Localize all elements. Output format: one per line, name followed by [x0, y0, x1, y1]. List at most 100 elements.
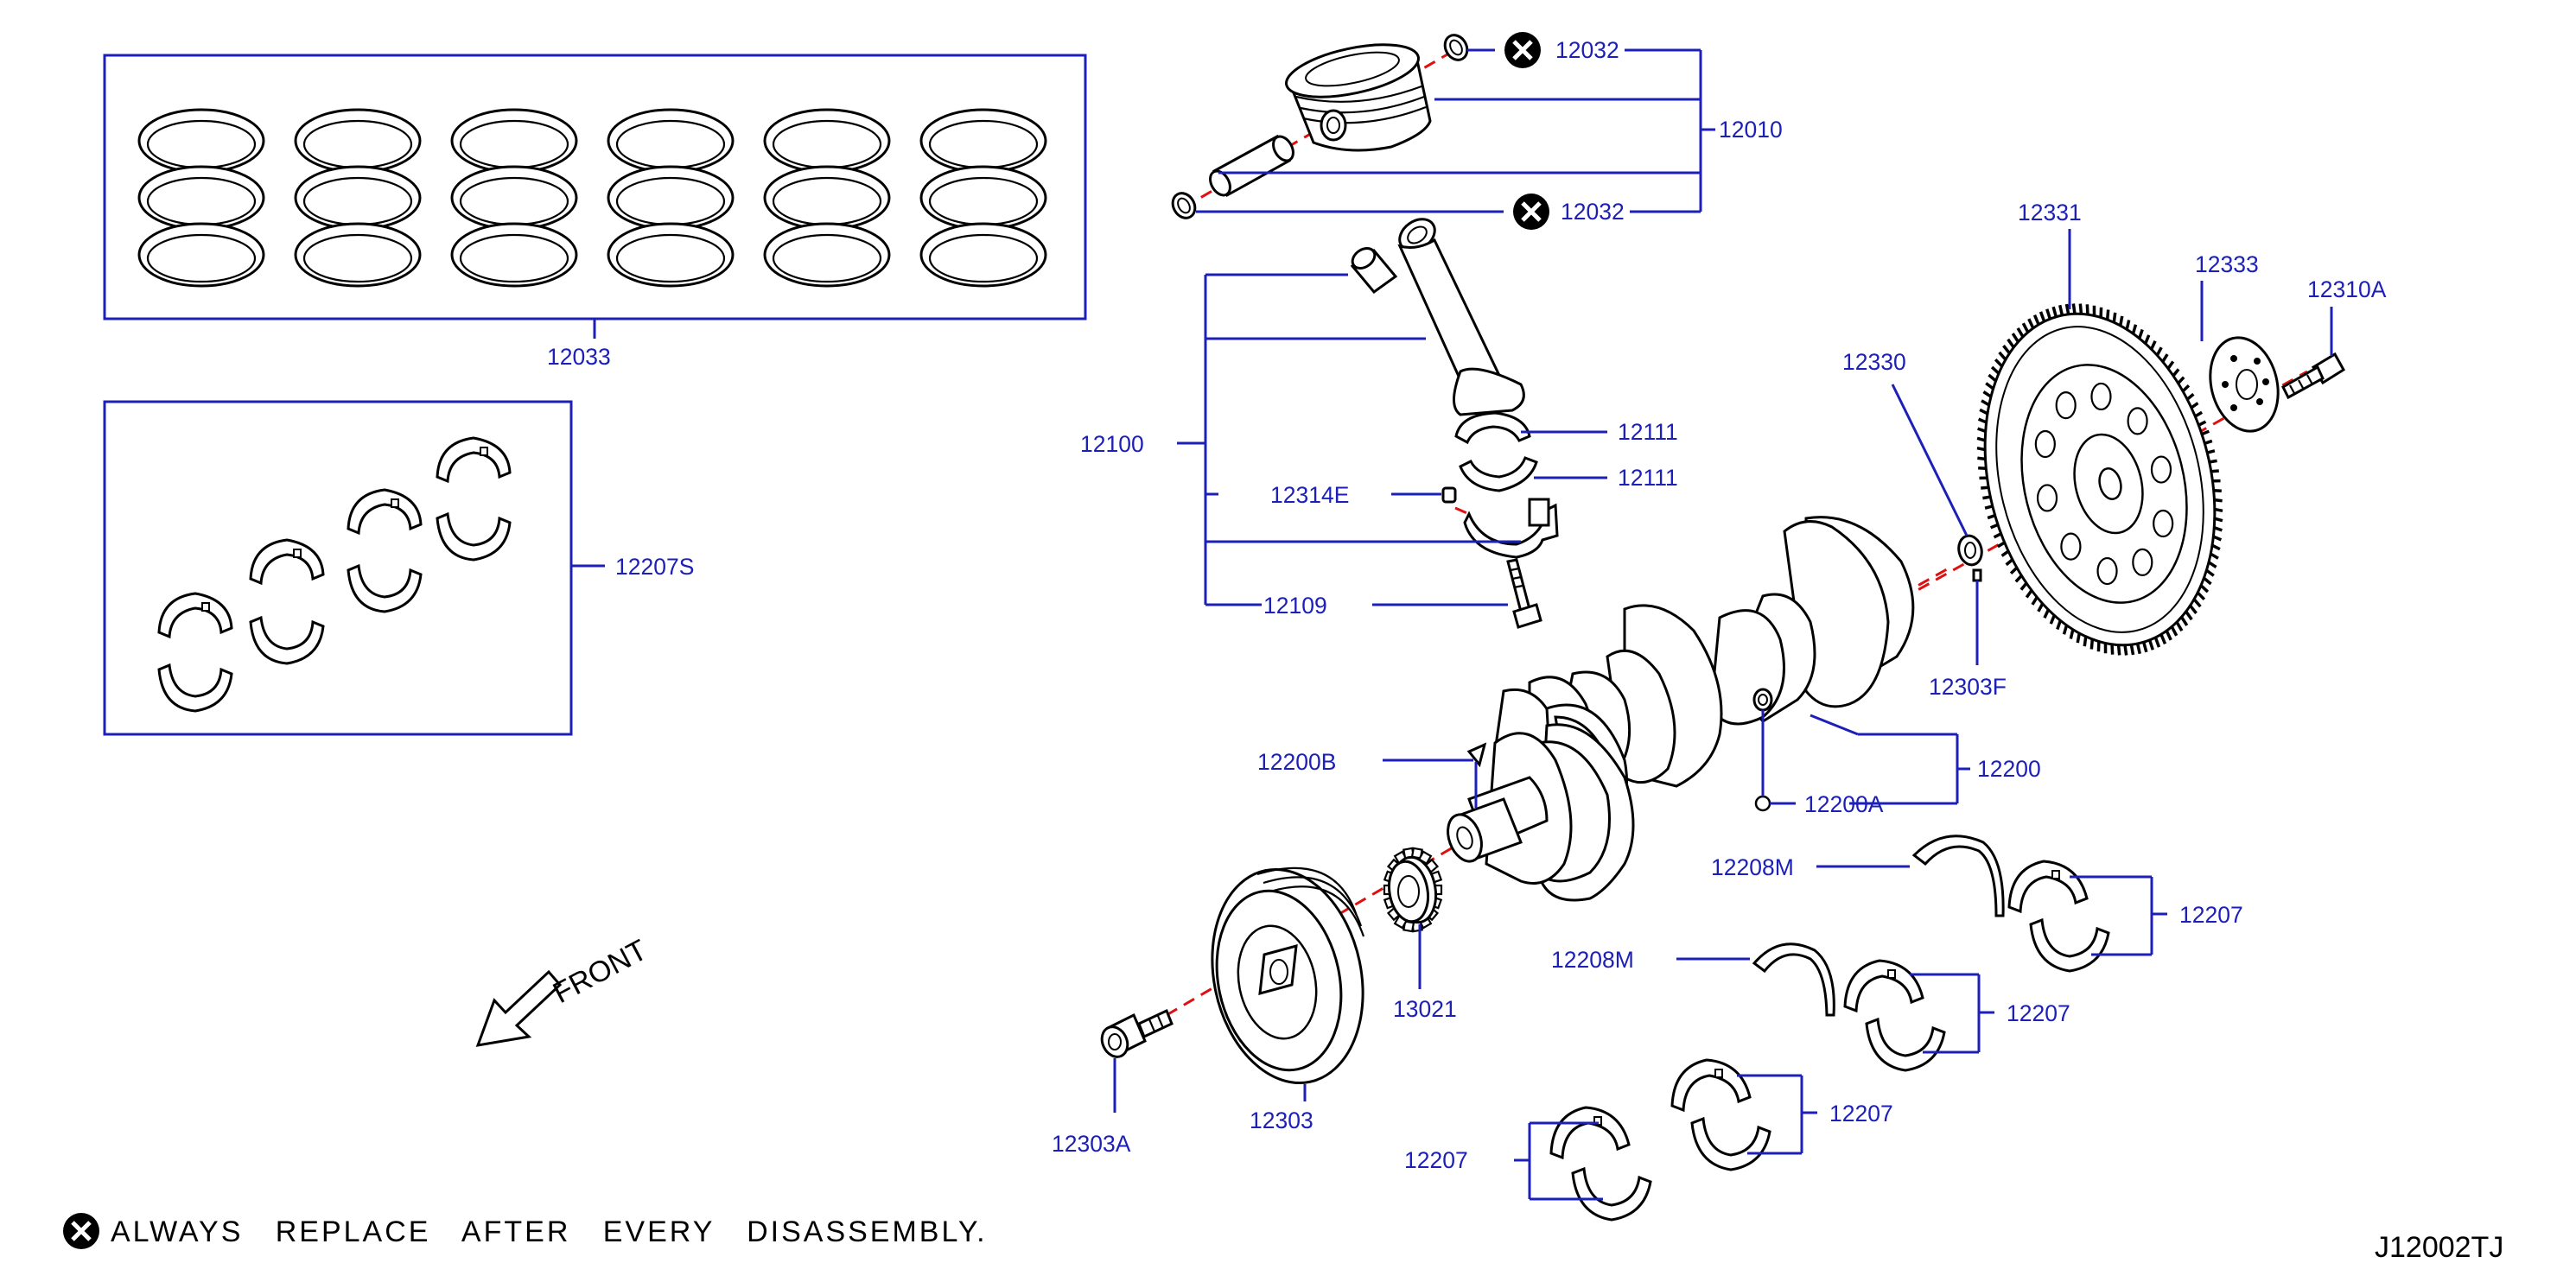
- rod-leaders: [1177, 273, 1607, 606]
- sprocket-pulley-leaders: [1113, 924, 1422, 1113]
- piston: [1285, 43, 1432, 152]
- callout-crankshaft: 12200: [1977, 756, 2041, 782]
- main-bearing-shell: [157, 663, 233, 713]
- main-bearing-shell: [347, 563, 423, 613]
- front-direction-indicator: FRONT: [475, 934, 652, 1047]
- main-bearing-pair: [2007, 860, 2110, 973]
- callout-rod-dowel: 12314E: [1270, 482, 1349, 508]
- callout-rod-bearing-lower: 12111: [1618, 465, 1678, 491]
- piston-ring: [607, 222, 735, 288]
- replacement-note: ALWAYS REPLACE AFTER EVERY DISASSEMBLY.: [63, 1213, 988, 1249]
- flywheel-assembly: [1883, 303, 2346, 656]
- main-bearing-pair: [1670, 1058, 1771, 1171]
- rod-bushing: [1350, 247, 1398, 295]
- piston-pin-clip-bottom: [1171, 192, 1197, 219]
- piston-ring: [294, 165, 422, 231]
- main-bearing-shell: [347, 488, 423, 536]
- piston-ring: [763, 108, 891, 174]
- piston-ring: [137, 222, 265, 288]
- callout-flywheel-plate: 12333: [2195, 251, 2259, 277]
- diagram-code: J12002TJ: [2375, 1231, 2503, 1264]
- callout-main-bearing-3: 12207: [1829, 1101, 1893, 1127]
- main-bearing-shell: [436, 436, 512, 484]
- callout-pilot-bushing-pin: 12303F: [1929, 674, 2007, 700]
- piston-ring: [137, 108, 265, 174]
- rod-cap: [1463, 498, 1559, 559]
- piston-ring: [763, 165, 891, 231]
- main-bearing-shell: [249, 538, 325, 586]
- callout-pilot-bushing: 12330: [1842, 349, 1906, 375]
- thrust-washer-upper: [1911, 835, 2005, 917]
- piston-ring: [450, 165, 578, 231]
- pulley-bolt: [1100, 1008, 1174, 1058]
- crank-key: [1466, 742, 1487, 768]
- piston-ring: [763, 222, 891, 288]
- callout-pulley-bolt: 12303A: [1052, 1131, 1131, 1157]
- callout-flywheel: 12331: [2018, 200, 2082, 225]
- callout-main-bearing-1: 12207: [2179, 902, 2243, 928]
- rod-dowel: [1441, 486, 1457, 504]
- crankshaft-leaders: [1383, 710, 1970, 808]
- callout-crank-key: 12200B: [1257, 749, 1336, 775]
- rod-bolt: [1506, 558, 1542, 629]
- callout-connecting-rod: 12100: [1080, 431, 1144, 457]
- main-bearing-shells: [157, 436, 512, 713]
- crankshaft: [1166, 516, 1954, 1017]
- piston-ring-set-box: [103, 54, 1087, 339]
- main-bearing-shell: [436, 511, 512, 562]
- piston-ring: [294, 222, 422, 288]
- flywheel-leaders: [1891, 229, 2333, 665]
- callout-rod-bearing-upper: 12111: [1618, 419, 1678, 445]
- flywheel-ring-gear: [1976, 303, 2223, 656]
- piston-ring: [294, 108, 422, 174]
- callout-piston-pin-clip-top: 12032: [1555, 37, 1619, 63]
- callout-crank-plug: 12200A: [1804, 791, 1884, 817]
- callout-rod-bolt: 12109: [1263, 593, 1327, 619]
- piston-pin: [1209, 134, 1294, 198]
- bearing-leaders: [1514, 865, 2167, 1201]
- crank-pulley: [1211, 866, 1365, 1085]
- thrust-washer-lower: [1752, 942, 1835, 1017]
- callout-main-bearing-set: 12207S: [615, 554, 694, 580]
- callout-thrust-washer-upper: 12208M: [1711, 854, 1794, 880]
- callout-crank-pulley: 12303: [1250, 1107, 1313, 1133]
- callout-thrust-washer-lower: 12208M: [1551, 947, 1634, 973]
- pilot-bushing-pin: [1972, 568, 1982, 582]
- piston-leaders: [1196, 32, 1715, 230]
- flywheel-bolt: [2281, 352, 2346, 400]
- piston-ring: [607, 108, 735, 174]
- rod-bearing-upper: [1454, 411, 1531, 445]
- main-bearing-set-box: [103, 400, 605, 736]
- callout-piston-ring-set: 12033: [547, 344, 611, 370]
- rod-bearing-lower: [1459, 456, 1538, 492]
- piston-ring: [919, 165, 1047, 231]
- connecting-rod-assembly: [1350, 218, 1559, 629]
- callout-piston-pin-clip-bottom: 12032: [1561, 199, 1625, 225]
- piston-ring: [607, 165, 735, 231]
- main-bearing-pair: [1843, 959, 1946, 1072]
- main-bearing-shell: [157, 592, 233, 639]
- callout-crank-sprocket: 13021: [1393, 996, 1457, 1022]
- main-bearings: [1549, 860, 2110, 1222]
- flywheel-plate: [2209, 336, 2280, 433]
- callout-piston: 12010: [1719, 117, 1783, 143]
- callout-main-bearing-2: 12207: [2007, 1000, 2070, 1026]
- rod-body: [1397, 218, 1525, 416]
- note-text: ALWAYS REPLACE AFTER EVERY DISASSEMBLY.: [111, 1215, 988, 1248]
- piston-rings: [137, 108, 1047, 288]
- piston-ring: [137, 165, 265, 231]
- flywheel: [1976, 303, 2223, 656]
- crank-plug: [1754, 795, 1771, 812]
- piston-ring: [450, 222, 578, 288]
- piston-ring: [919, 222, 1047, 288]
- piston-assembly: [1171, 34, 1469, 219]
- main-bearing-shell: [249, 615, 325, 665]
- crank-sprocket: [1383, 847, 1443, 933]
- callout-flywheel-bolt: 12310A: [2307, 276, 2387, 302]
- pilot-bushing: [1957, 534, 1983, 567]
- piston-ring: [450, 108, 578, 174]
- front-arrow-icon: [475, 969, 563, 1047]
- front-label: FRONT: [548, 934, 652, 1011]
- callout-main-bearing-4: 12207: [1404, 1147, 1468, 1173]
